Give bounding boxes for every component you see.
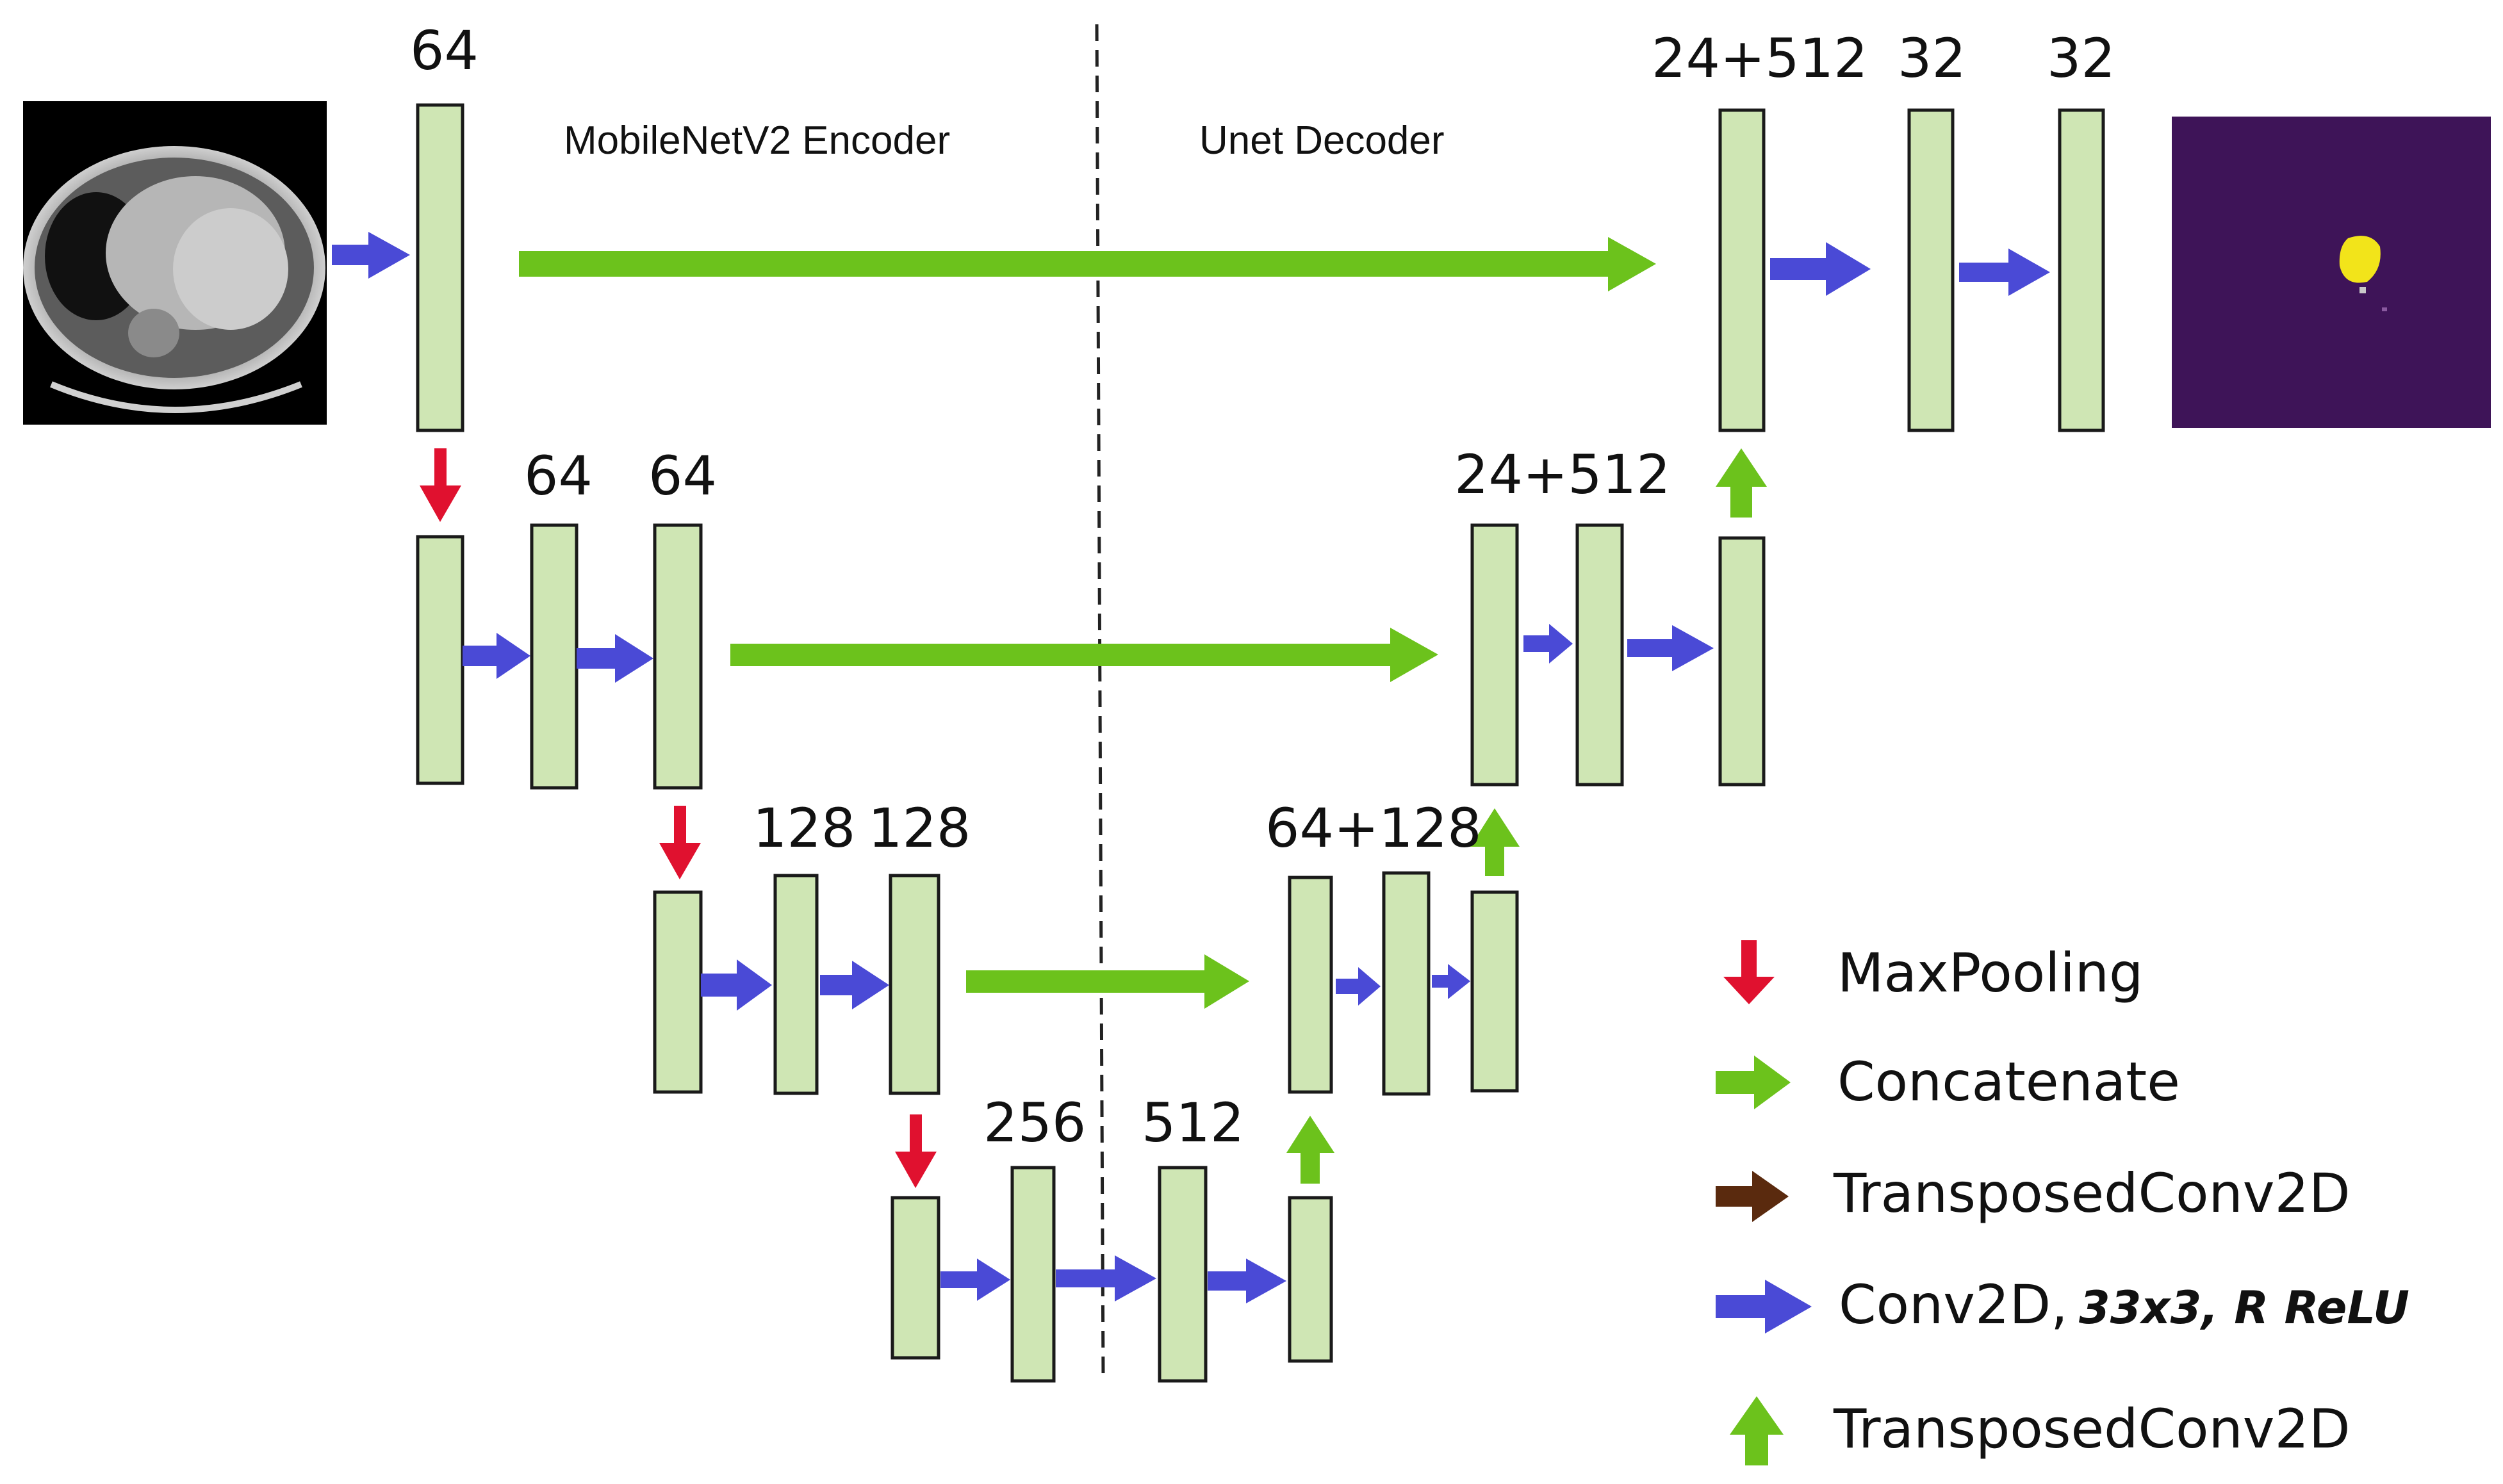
bottleneck-block-a xyxy=(890,1196,940,1360)
bottleneck-block-d xyxy=(1288,1196,1333,1363)
up-arrow-l2-to-l1 xyxy=(1716,448,1767,518)
conv-arrow-l3-enc-a xyxy=(701,959,772,1011)
encoder-l3-block-c xyxy=(889,874,940,1095)
maxpool-arrow-l3 xyxy=(895,1114,937,1188)
skip-connection-arrow-l1 xyxy=(519,237,1656,291)
conv-arrow-l4-a xyxy=(940,1259,1010,1301)
channel-label-l3-enc-b: 128 xyxy=(868,797,971,860)
legend: MaxPooling Concatenate TransposedConv2D … xyxy=(1716,940,2409,1465)
decoder-l2-block-b xyxy=(1575,523,1624,787)
channel-label-l1-dec-a: 24+512 xyxy=(1652,27,1868,90)
decoder-l3-block-c xyxy=(1470,890,1519,1093)
decoder-l3-block-b xyxy=(1382,871,1431,1096)
channel-label-l3-dec: 64+128 xyxy=(1265,797,1482,860)
legend-conv-detail: 33x3, R ReLU xyxy=(2079,1282,2409,1334)
conv-arrow-l2-enc-a xyxy=(463,633,530,679)
legend-maxpool-label: MaxPooling xyxy=(1837,942,2143,1004)
skip-connection-arrow-l3 xyxy=(966,954,1249,1009)
conv-arrow-l2-dec-a xyxy=(1523,624,1573,664)
conv-arrow-l3-enc-b xyxy=(820,961,889,1009)
conv-arrow-l3-dec-a xyxy=(1336,967,1381,1006)
encoder-l2-block-a xyxy=(416,535,464,785)
encoder-l3-block-a xyxy=(653,890,703,1094)
decoder-l3-block-a xyxy=(1288,876,1333,1094)
encoder-section-title: MobileNetV2 Encoder xyxy=(564,118,950,163)
channel-label-l1-dec-c: 32 xyxy=(2047,27,2115,90)
conv-arrow-l4-b xyxy=(1056,1255,1156,1301)
legend-tconv-green-arrow-icon xyxy=(1730,1396,1784,1465)
channel-label-l1-dec-b: 32 xyxy=(1898,27,1966,90)
decoder-l2-block-a xyxy=(1470,523,1519,787)
conv-arrow-l2-dec-b xyxy=(1627,625,1714,671)
conv-arrow-input xyxy=(332,232,410,279)
encoder-l1-block xyxy=(416,103,464,432)
conv-arrow-l1-dec-a xyxy=(1770,242,1871,296)
bottleneck-block-b xyxy=(1010,1166,1056,1383)
channel-label-l4-a: 256 xyxy=(983,1091,1086,1154)
bottleneck-block-c xyxy=(1158,1166,1208,1383)
decoder-l1-block-a xyxy=(1718,108,1766,432)
legend-tconv-brown-label: TransposedConv2D xyxy=(1833,1162,2351,1225)
decoder-l1-block-b xyxy=(1907,108,1955,432)
conv-arrow-l3-dec-b xyxy=(1432,964,1470,999)
channel-label-l2-dec: 24+512 xyxy=(1454,443,1671,506)
legend-tconv-brown-arrow-icon xyxy=(1716,1171,1789,1222)
encoder-decoder-divider xyxy=(1095,24,1105,1378)
channel-label-l2-enc-a: 64 xyxy=(524,444,593,507)
maxpool-arrow-l2 xyxy=(659,806,701,879)
decoder-l1-block-c xyxy=(2058,108,2105,432)
legend-tconv-green-label: TransposedConv2D xyxy=(1833,1398,2351,1460)
legend-concat-arrow-icon xyxy=(1716,1056,1791,1109)
up-arrow-l3-to-l2 xyxy=(1470,808,1520,876)
encoder-l2-block-b xyxy=(530,523,579,790)
legend-concat-label: Concatenate xyxy=(1837,1050,2180,1113)
maxpool-arrow-l1 xyxy=(420,448,461,522)
channel-label-l2-enc-b: 64 xyxy=(648,444,717,507)
decoder-l2-block-c xyxy=(1718,536,1766,787)
conv-arrow-l2-enc-b xyxy=(577,634,653,683)
output-segmentation-mask xyxy=(2172,117,2491,428)
encoder-l2-block-c xyxy=(653,523,703,790)
channel-label-l4-b: 512 xyxy=(1142,1091,1244,1154)
input-ct-image xyxy=(23,101,327,425)
legend-conv-arrow-icon xyxy=(1716,1280,1812,1333)
skip-connection-arrow-l2 xyxy=(730,628,1438,682)
channel-label-l3-enc-a: 128 xyxy=(753,797,855,860)
legend-conv-label: Conv2D, xyxy=(1839,1273,2068,1336)
decoder-section-title: Unet Decoder xyxy=(1199,118,1445,163)
conv-arrow-l4-c xyxy=(1208,1259,1286,1303)
channel-label-l1-enc: 64 xyxy=(410,19,479,82)
legend-maxpool-arrow-icon xyxy=(1723,940,1775,1004)
conv-arrow-l1-dec-b xyxy=(1959,249,2050,296)
encoder-l3-block-b xyxy=(773,874,819,1095)
up-arrow-l4-to-l3 xyxy=(1286,1116,1334,1184)
